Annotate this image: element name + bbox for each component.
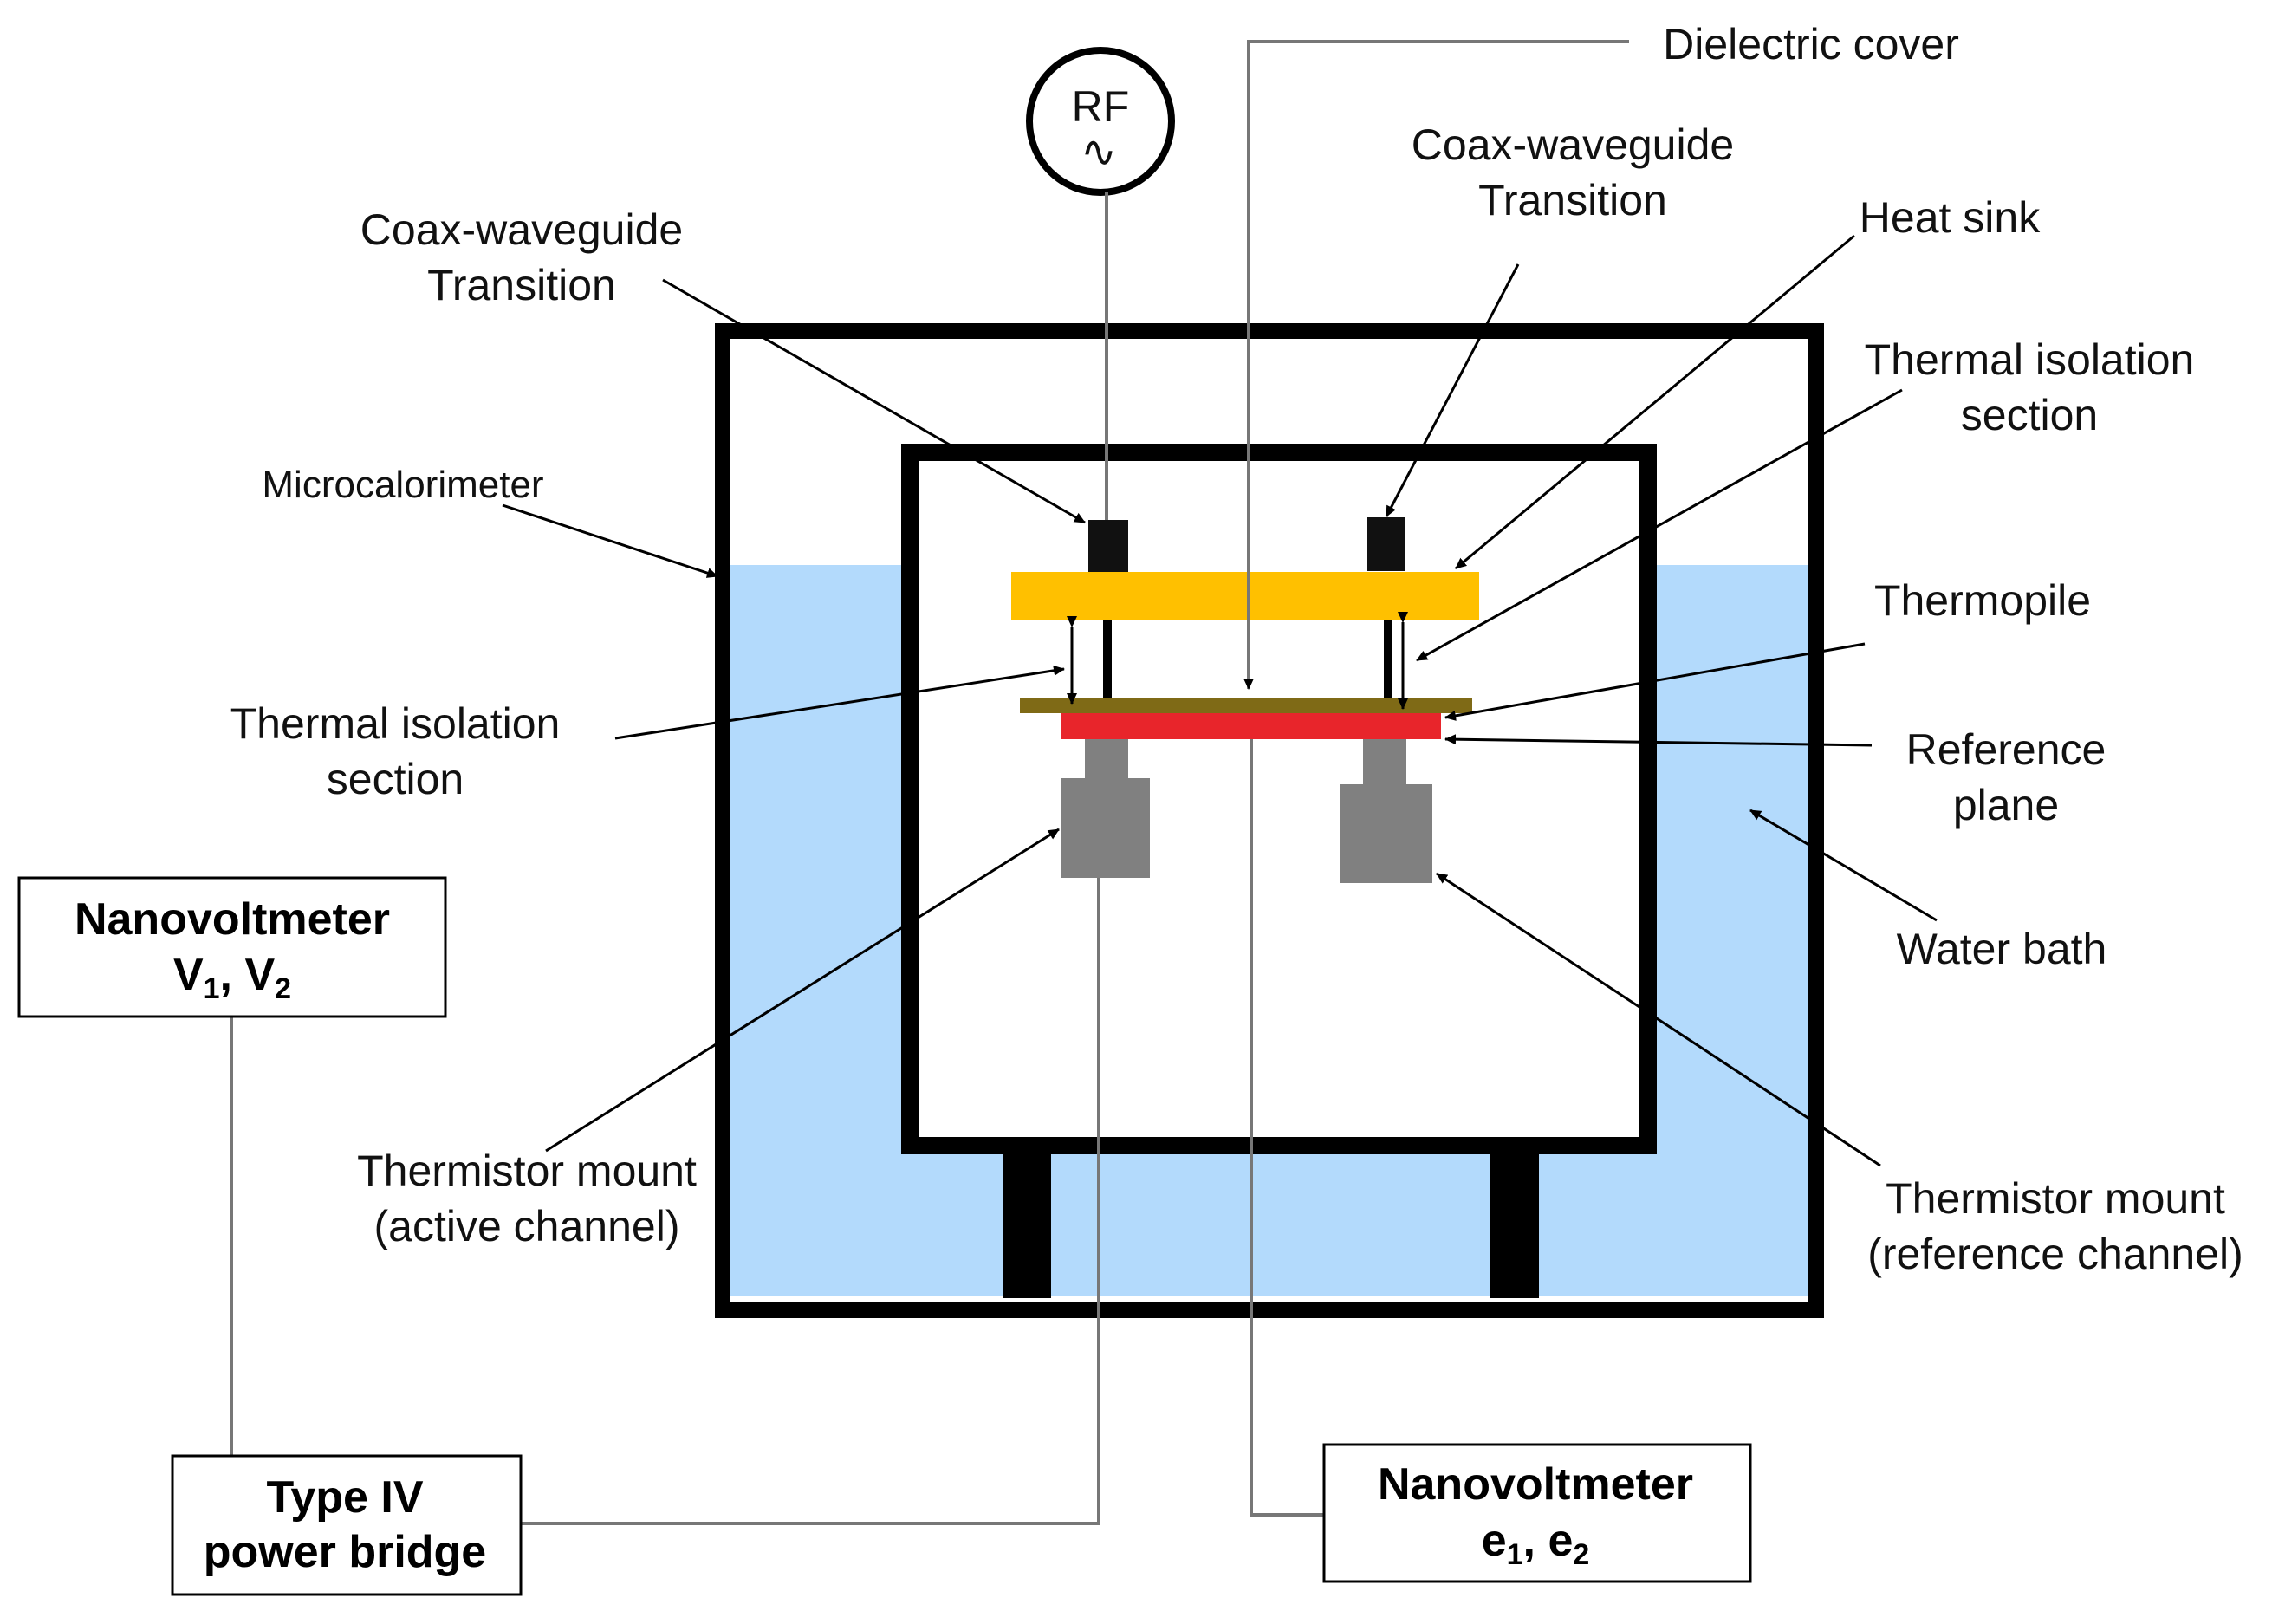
nanovoltmeter-e-channels: e1, e2: [1482, 1516, 1590, 1571]
label-dielectric-cover: Dielectric cover: [1663, 20, 1959, 68]
rf-source: [1026, 47, 1175, 196]
support-leg-right: [1490, 1146, 1539, 1298]
nanovoltmeter-v-channels: V1, V2: [173, 950, 291, 1005]
label-reference-plane-line1: Reference: [1906, 725, 2106, 774]
arrow-reference-plane: [1444, 734, 1873, 747]
thermopile: [1020, 698, 1472, 713]
arrow-heat-sink: [1455, 234, 1855, 570]
power-bridge-line2: power bridge: [204, 1527, 486, 1577]
microcalorimeter-outer-box: [715, 323, 1824, 1318]
waveguide-rod-left: [1103, 620, 1112, 715]
coax-transition-right: [1367, 517, 1405, 571]
label-thermal-iso-left-line2: section: [327, 755, 464, 803]
label-thermal-iso-left-line1: Thermal isolation: [230, 699, 561, 748]
rf-label: RF: [1072, 82, 1130, 131]
coax-transition-left: [1088, 520, 1128, 574]
power-bridge-box: Type IV power bridge: [171, 1454, 523, 1596]
support-leg-left: [1003, 1146, 1051, 1298]
label-reference-plane-line2: plane: [1953, 781, 2059, 829]
arrow-microcalorimeter: [502, 503, 718, 578]
nanovoltmeter-v-title: Nanovoltmeter: [75, 894, 390, 945]
inner-chamber: [901, 444, 1657, 1154]
label-thermistor-reference-line2: (reference channel): [1867, 1230, 2243, 1278]
arrow-water-bath: [1749, 809, 1938, 922]
label-thermal-iso-right-line2: section: [1961, 391, 2098, 439]
arrow-thermal-iso-left: [614, 665, 1065, 740]
thermistor-neck-right: [1363, 739, 1406, 784]
sine-wave-icon: ∿: [1081, 127, 1117, 176]
thermistor-neck-left: [1085, 739, 1128, 778]
label-coax-left-line1: Coax-waveguide: [360, 205, 683, 254]
label-thermal-iso-right-line1: Thermal isolation: [1865, 335, 2195, 384]
nanovoltmeter-e-title: Nanovoltmeter: [1378, 1459, 1693, 1510]
wire-thermistor-to-bridge: [522, 878, 1100, 1525]
label-heat-sink: Heat sink: [1860, 193, 2041, 242]
arrow-coax-right: [1385, 263, 1520, 517]
label-thermistor-active-line2: (active channel): [374, 1202, 680, 1250]
label-thermistor-active-line1: Thermistor mount: [357, 1147, 697, 1195]
thermistor-mount-active: [1061, 778, 1150, 878]
thermistor-mount-reference: [1340, 784, 1432, 883]
wire-refplane-to-nanovoltmeter-e: [1250, 739, 1324, 1517]
label-coax-left-line2: Transition: [427, 261, 616, 309]
nanovoltmeter-v-box: Nanovoltmeter V1, V2: [17, 876, 447, 1018]
arrow-coax-left: [662, 278, 1086, 524]
reference-plane: [1061, 713, 1441, 739]
label-thermistor-reference-line1: Thermistor mount: [1886, 1174, 2225, 1223]
label-thermopile: Thermopile: [1874, 576, 2091, 625]
arrow-thermal-iso-right: [1416, 388, 1903, 662]
power-bridge-line1: Type IV: [266, 1472, 423, 1523]
dielectric-cover-leader: [1243, 40, 1629, 690]
arrow-thermistor-reference: [1436, 872, 1881, 1167]
label-coax-right-line1: Coax-waveguide: [1412, 120, 1734, 169]
waveguide-rod-right: [1384, 620, 1392, 715]
label-water-bath: Water bath: [1897, 925, 2107, 973]
arrow-thermopile: [1444, 642, 1866, 721]
arrow-thermistor-active: [545, 828, 1060, 1153]
nanovoltmeter-e-box: Nanovoltmeter e1, e2: [1322, 1443, 1752, 1583]
heat-sink: [1011, 572, 1479, 620]
label-microcalorimeter: Microcalorimeter: [262, 464, 543, 506]
label-coax-right-line2: Transition: [1478, 176, 1667, 224]
